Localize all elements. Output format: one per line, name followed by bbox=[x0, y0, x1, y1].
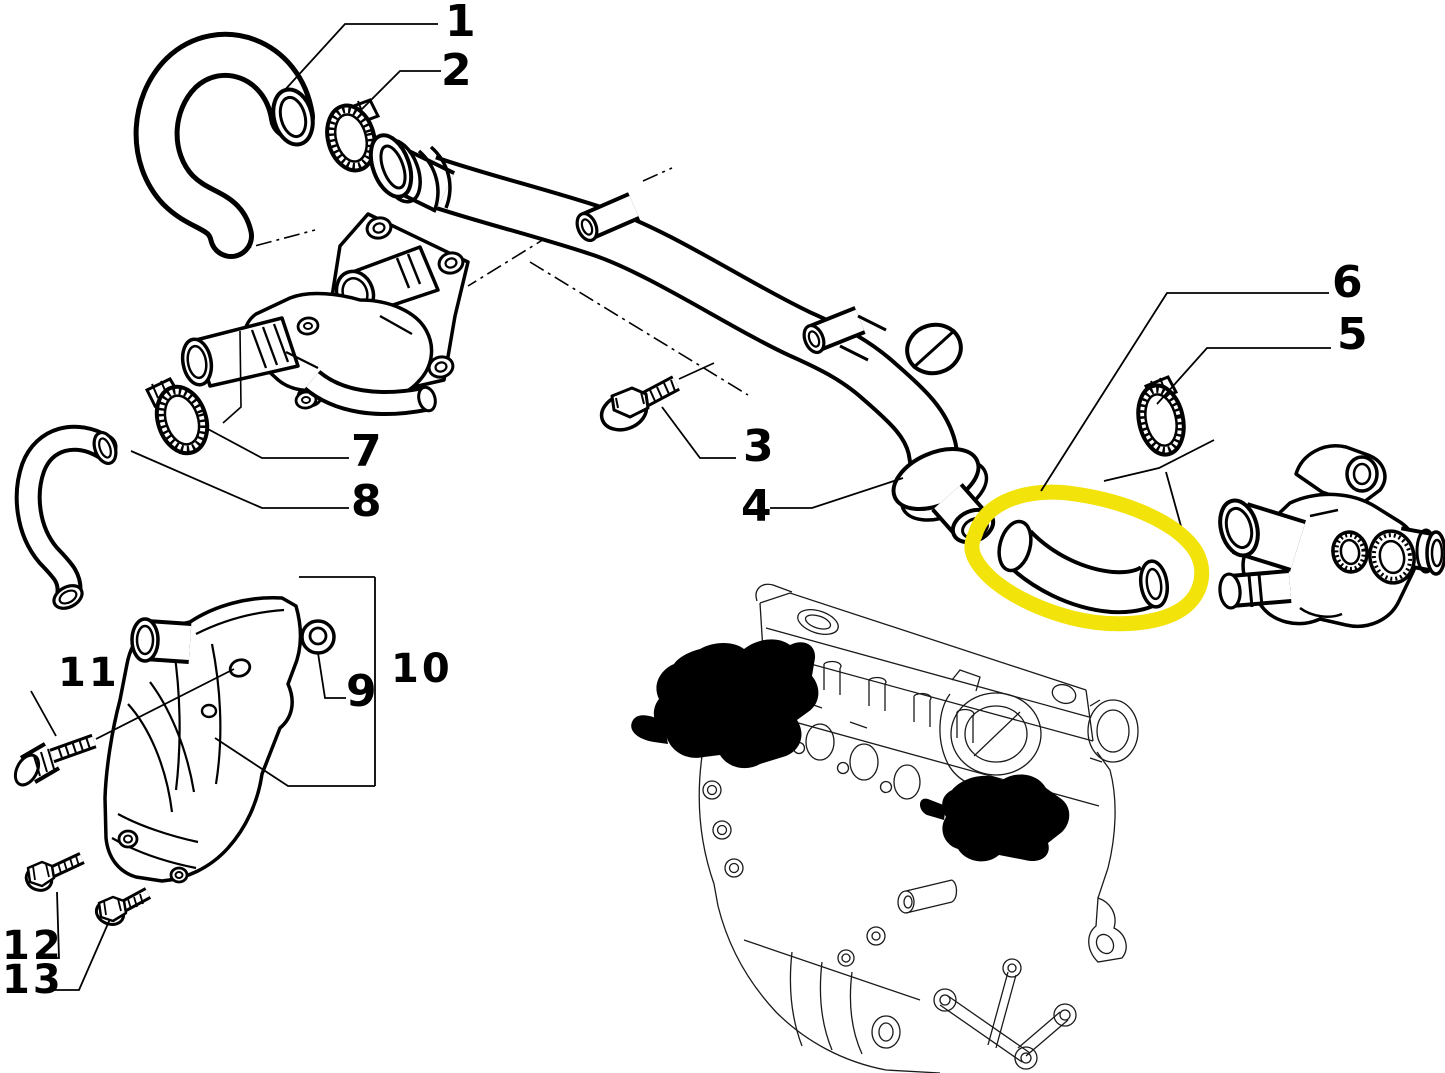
part-label-9: 9 bbox=[346, 666, 377, 717]
leader-4 bbox=[770, 477, 904, 509]
leader-7 bbox=[205, 427, 349, 459]
part-label-8: 8 bbox=[351, 476, 382, 527]
leader-6 bbox=[1040, 292, 1329, 492]
hose-part-8 bbox=[14, 424, 118, 610]
thermostat-housing bbox=[180, 212, 470, 424]
water-outlet-housing bbox=[1218, 444, 1445, 628]
part-label-3: 3 bbox=[743, 421, 774, 472]
leader-12 bbox=[45, 891, 60, 959]
blackout-region-1 bbox=[631, 639, 819, 769]
part-label-1: 1 bbox=[445, 0, 476, 47]
leader-11 bbox=[30, 668, 235, 740]
leader-10-bracket bbox=[214, 576, 376, 787]
part-label-5: 5 bbox=[1337, 309, 1368, 360]
part-label-2: 2 bbox=[441, 45, 472, 96]
leader-2 bbox=[361, 70, 441, 110]
water-pipe-part-4 bbox=[368, 133, 996, 545]
leader-9 bbox=[317, 652, 346, 699]
blackout-region-2 bbox=[919, 774, 1070, 862]
leader-8 bbox=[130, 450, 349, 509]
washer-part-9 bbox=[300, 619, 336, 655]
bolt-part-12 bbox=[24, 852, 85, 892]
part-label-4: 4 bbox=[741, 481, 772, 532]
highlight-part-6 bbox=[964, 484, 1210, 632]
clamp-part-5 bbox=[1103, 375, 1215, 538]
hose-part-1 bbox=[133, 31, 315, 259]
part-label-10: 10 bbox=[391, 646, 453, 692]
part-label-6: 6 bbox=[1332, 257, 1363, 308]
bolt-part-11 bbox=[13, 733, 97, 787]
part-labels: 1 2 3 4 5 6 7 8 9 10 11 12 13 bbox=[2, 0, 1368, 1003]
clamp-part-2 bbox=[325, 98, 381, 173]
leader-3 bbox=[661, 406, 736, 459]
bolt-part-3 bbox=[599, 362, 715, 432]
part-label-7: 7 bbox=[351, 426, 382, 477]
hose-part-6 bbox=[997, 519, 1170, 615]
leader-lines bbox=[30, 23, 1331, 991]
clamp-part-7 bbox=[144, 377, 210, 456]
bolt-part-13 bbox=[94, 887, 152, 926]
bracket-part-10 bbox=[103, 596, 303, 884]
part-label-11: 11 bbox=[58, 650, 120, 696]
leader-1 bbox=[282, 23, 438, 93]
part-label-13: 13 bbox=[2, 957, 64, 1003]
leader-13 bbox=[47, 918, 111, 991]
part-label-12: 12 bbox=[2, 923, 64, 969]
leader-5 bbox=[1156, 347, 1331, 405]
